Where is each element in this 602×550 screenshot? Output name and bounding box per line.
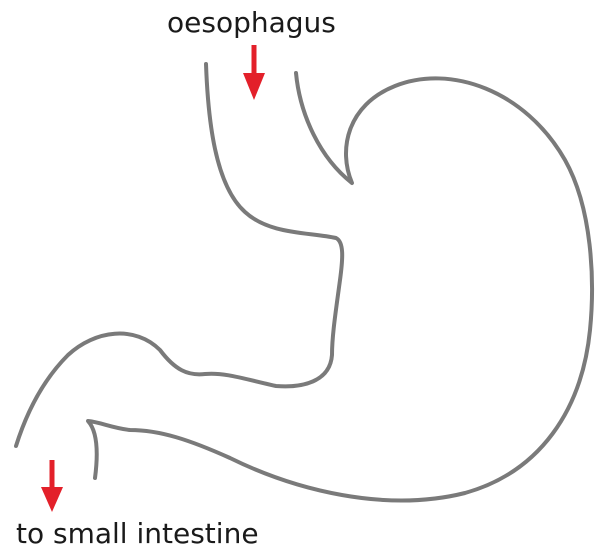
small-intestine-arrow-icon	[41, 460, 63, 512]
oesophagus-label: oesophagus	[167, 9, 336, 37]
oesophagus-arrow-icon	[243, 45, 265, 100]
stomach-inner-outline	[16, 64, 342, 446]
small-intestine-label: to small intestine	[16, 520, 259, 548]
